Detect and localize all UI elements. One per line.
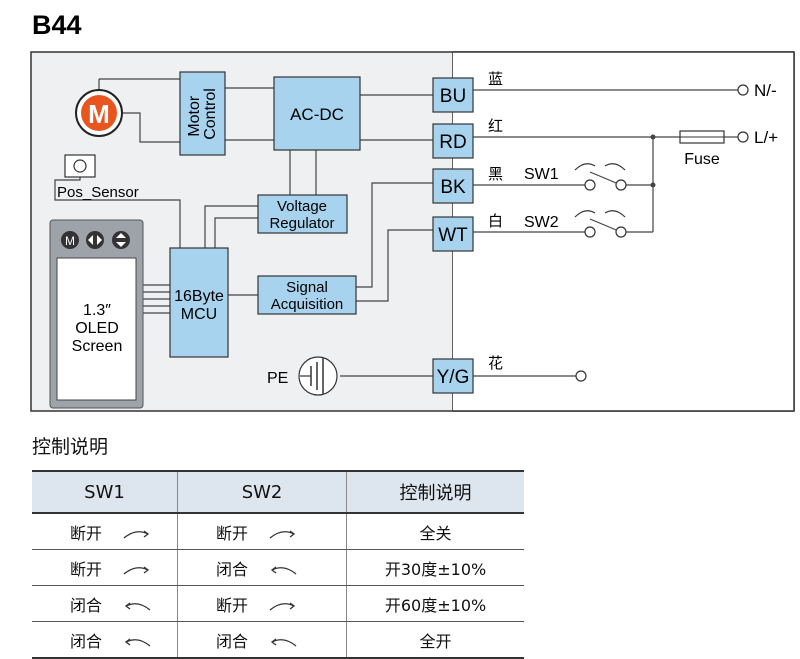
control-table: SW1 SW2 控制说明 断开断开全关断开闭合开30度±10%闭合断开开60度±… (32, 470, 524, 659)
sw2-state: 闭合 (177, 621, 347, 659)
internal-wires (54, 78, 433, 377)
motor-control-block: Motor Control (179, 71, 226, 156)
pos-sensor: Pos_Sensor (57, 154, 139, 201)
switch-state-icon (268, 561, 298, 580)
wire-color-red: 红 (488, 117, 503, 135)
svg-text:16Byte: 16Byte (174, 288, 224, 305)
svg-text:BK: BK (440, 177, 466, 198)
control-description: 全关 (346, 513, 524, 550)
control-description: 开60度±10% (346, 585, 524, 622)
switch-state-icon (268, 525, 298, 544)
control-description: 全开 (346, 621, 524, 659)
table-row: 闭合 闭合 全开 (32, 621, 524, 659)
svg-text:WT: WT (438, 225, 468, 246)
table-row: 闭合 断开 开60度±10% (32, 585, 524, 622)
voltage-regulator-block: Voltage Regulator (257, 194, 348, 234)
neutral-label: N/- (754, 81, 777, 100)
wire-color-white: 白 (488, 212, 503, 230)
header-desc: 控制说明 (346, 470, 524, 514)
svg-text:Voltage: Voltage (277, 198, 327, 215)
wire-color-blue: 蓝 (488, 70, 503, 88)
output-terminals (575, 84, 749, 382)
sw2-state-text: 闭合 (216, 631, 249, 651)
svg-text:Regulator: Regulator (269, 215, 334, 232)
wire-color-yg: 花 (488, 354, 503, 372)
ac-dc-block: AC-DC (273, 76, 361, 151)
svg-text:Pos_Sensor: Pos_Sensor (57, 184, 139, 201)
sw2-state: 断开 (177, 513, 347, 550)
switch-arc-icons (574, 163, 626, 218)
model-title: B44 (32, 10, 82, 40)
sw2-state: 闭合 (177, 549, 347, 586)
table-title: 控制说明 (32, 436, 109, 458)
fuse: Fuse (679, 130, 725, 168)
header-sw1: SW1 (32, 470, 178, 514)
svg-text:OLED: OLED (75, 320, 119, 337)
svg-text:PE: PE (267, 370, 288, 387)
sw2-state-text: 断开 (216, 595, 249, 615)
table-row: 断开 断开 全关 (32, 513, 524, 550)
svg-text:Screen: Screen (72, 338, 123, 355)
switch-state-icon (268, 633, 298, 652)
header-sw2: SW2 (177, 470, 347, 514)
sw1-state-text: 断开 (70, 523, 103, 543)
external-wires (473, 89, 738, 377)
mcu-block: 16Byte MCU (169, 247, 229, 358)
switch-state-icon (122, 633, 152, 652)
sw2-state: 断开 (177, 585, 347, 622)
wire-color-black: 黑 (488, 165, 503, 183)
switch-contacts (584, 179, 627, 238)
sw1-state: 断开 (32, 549, 178, 586)
up-down-button-icon (112, 231, 130, 249)
svg-text:Signal: Signal (286, 279, 328, 296)
live-label: L/+ (754, 128, 778, 147)
sw1-state: 闭合 (32, 585, 178, 622)
svg-text:Y/G: Y/G (437, 367, 470, 388)
svg-text:Fuse: Fuse (684, 151, 720, 168)
svg-text:RD: RD (439, 132, 466, 153)
svg-text:Motor Control: Motor Control (186, 88, 219, 140)
wiring-diagram: B44 (30, 10, 795, 412)
terminal-bk: BK (432, 168, 474, 204)
ground-icon: PE (267, 356, 338, 396)
table-header-row: SW1 SW2 控制说明 (32, 470, 524, 514)
switch-state-icon (268, 597, 298, 616)
svg-text:M: M (88, 99, 110, 129)
switch-state-icon (122, 597, 152, 616)
sw1-state-text: 闭合 (70, 631, 103, 651)
signal-acquisition-block: Signal Acquisition (257, 275, 357, 315)
sw1-label: SW1 (524, 166, 559, 183)
switch-state-icon (122, 525, 152, 544)
table-row: 断开 闭合 开30度±10% (32, 549, 524, 586)
switch-state-icon (122, 561, 152, 580)
sw1-state: 闭合 (32, 621, 178, 659)
left-right-button-icon (86, 231, 104, 249)
sw1-state-text: 断开 (70, 559, 103, 579)
terminal-wt: WT (432, 216, 474, 252)
sw2-label: SW2 (524, 214, 559, 231)
sw1-state-text: 闭合 (70, 595, 103, 615)
sw2-state-text: 闭合 (216, 559, 249, 579)
oled-display: M 1.3″ OLED Screen (49, 219, 144, 409)
sw1-state: 断开 (32, 513, 178, 550)
sw2-state-text: 断开 (216, 523, 249, 543)
svg-text:BU: BU (440, 86, 466, 107)
terminal-rd: RD (432, 123, 474, 159)
menu-button-icon: M (61, 231, 79, 249)
svg-text:M: M (65, 234, 75, 248)
control-description: 开30度±10% (346, 549, 524, 586)
terminal-yg: Y/G (432, 358, 474, 394)
motor-icon: M (75, 89, 123, 137)
svg-text:MCU: MCU (181, 306, 217, 323)
svg-text:AC-DC: AC-DC (290, 105, 344, 124)
svg-text:1.3″: 1.3″ (83, 302, 111, 319)
svg-text:Acquisition: Acquisition (271, 296, 344, 313)
terminal-bu: BU (432, 77, 474, 113)
